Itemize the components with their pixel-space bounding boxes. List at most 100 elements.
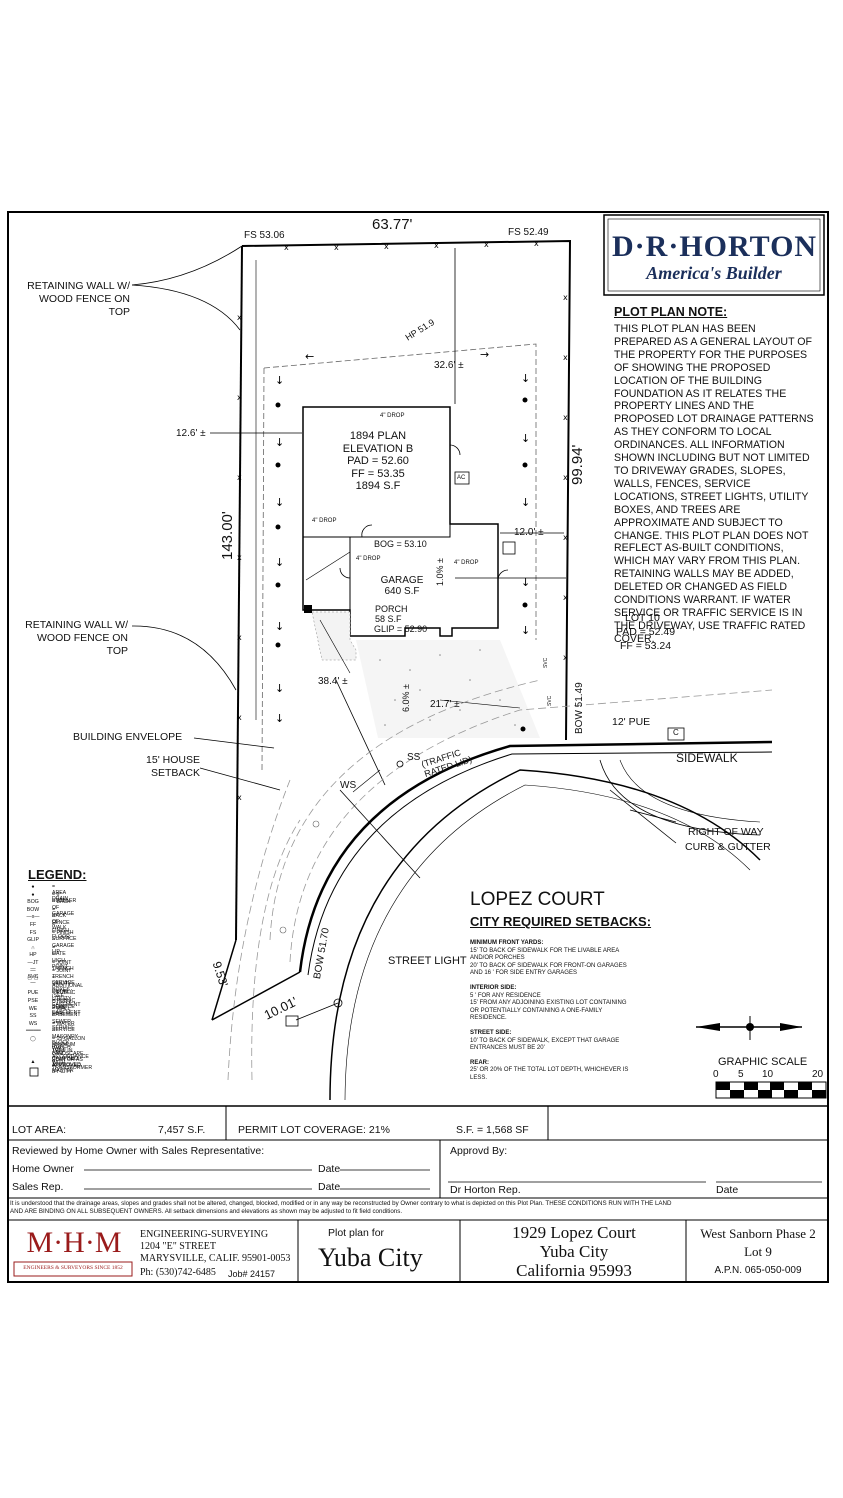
legend-definition: = BACK OF GARAGE (52, 899, 75, 918)
legend-definition: = GARAGE LIP (52, 937, 75, 956)
legend-definition: = TRANSFORMER (52, 1058, 93, 1071)
legend-definition: = FINISH SURFACE (52, 929, 77, 942)
legend-definition: = JOINT TRENCH (52, 960, 74, 972)
svc-label-1: SVC (543, 657, 549, 668)
lot-number: Lot 9 (744, 1244, 772, 1259)
svg-text:x: x (237, 553, 242, 562)
fs-left-label: FS 53.06 (244, 230, 285, 241)
street-side-title: STREET SIDE: (470, 1029, 512, 1036)
legend-symbol: PUE (27, 990, 39, 997)
right-side-setback-dim: 12.0' ± (514, 527, 544, 538)
svg-text:↓: ↓ (521, 496, 530, 509)
svg-text:↓: ↓ (275, 556, 284, 569)
svg-text:x: x (237, 793, 242, 802)
house-elevation: ELEVATION B (342, 442, 414, 455)
setbacks-title: CITY REQUIRED SETBACKS: (470, 914, 652, 929)
legend-symbol: ● (31, 891, 35, 898)
legend-symbol: ▲ (30, 1058, 36, 1065)
house-sf: 1894 S.F (355, 480, 401, 493)
legend-definition: = SEWER SERVICE (52, 1013, 75, 1032)
legend-definition: = PUBLIC SERVICE EASEMENT (52, 998, 81, 1016)
driveway-slope: 6.0% ± (401, 684, 411, 712)
drop-label-left: 4" DROP (312, 518, 337, 524)
legend-symbol: ∩ (31, 944, 35, 951)
porch-label: PORCH 58 S.F (375, 604, 408, 624)
legend-symbol: —SVC— (27, 967, 39, 986)
building-sf: S.F. = 1,568 SF (456, 1124, 529, 1136)
garage-sf: 640 S.F (384, 586, 420, 597)
bow-right-label: BOW 51.49 (574, 682, 585, 734)
svg-text:→: → (480, 348, 489, 361)
legend-definition: = WATER SERVICE (52, 1020, 75, 1033)
building-envelope-callout: BUILDING ENVELOPE (73, 731, 183, 743)
legend-definition: = FINISH FLOOR (52, 922, 70, 940)
date-label-2: Date (318, 1181, 341, 1193)
legend-definition: = AREA DRAIN (52, 884, 69, 902)
rear-setback-dim: 32.6' ± (434, 360, 464, 371)
rw1-line3: TOP (108, 306, 130, 318)
right-of-way-label: RIGHT OF WAY (688, 826, 764, 838)
rear-2: LESS. (470, 1074, 488, 1081)
svg-text:↓: ↓ (275, 712, 284, 725)
min-front-1: 15' TO BACK OF SIDEWALK FOR THE LIVABLE … (470, 947, 620, 954)
rw2-line1: RETAINING WALL W/ (25, 619, 128, 631)
svg-text:x: x (237, 713, 242, 722)
svg-text:x: x (563, 353, 568, 362)
front-setback-dim: 38.4' ± (318, 676, 348, 687)
legend-symbol: SS (29, 1013, 37, 1020)
legend-symbol: —JT— (27, 960, 39, 972)
disclaimer-line-2: AND ARE BINDING ON ALL SUBSEQUENT OWNERS… (10, 1208, 403, 1215)
svg-text:↓: ↓ (521, 576, 530, 589)
dr-horton-rep-label: Dr Horton Rep. (450, 1184, 521, 1196)
dr-horton-logo: D·R·HORTON (612, 230, 818, 263)
plot-note-title: PLOT PLAN NOTE: (614, 305, 728, 319)
apn-number: A.P.N. 065-050-009 (714, 1265, 802, 1276)
lot-area-value: 7,457 S.F. (158, 1124, 206, 1136)
sales-rep-label: Sales Rep. (12, 1181, 64, 1193)
disclaimer-line-1: It is understood that the drainage areas… (10, 1200, 672, 1207)
house-setback-callout: 15' HOUSE SETBACK (120, 754, 200, 780)
adjacent-lot-pad: PAD = 52.49 (616, 626, 676, 638)
lot-coverage: PERMIT LOT COVERAGE: 21% (238, 1124, 390, 1136)
firm-line-3: MARYSVILLE, CALIF. 95901-0053 (140, 1253, 291, 1264)
svg-text:x: x (563, 533, 568, 542)
job-number: Job# 24157 (228, 1269, 276, 1279)
water-service-label: WS (340, 780, 357, 791)
min-front-title: MINIMUM FRONT YARDS: (470, 940, 544, 946)
legend-symbol: ▢ ▢ (27, 975, 39, 982)
interior-3: OR POTENTIALLY CONTAINING A ONE-FAMILY (470, 1007, 603, 1014)
garage-title: GARAGE (380, 575, 424, 586)
porch-sf: 58 S.F (375, 614, 402, 624)
pue-label: 12' PUE (612, 716, 651, 728)
legend-symbol: BOW (26, 906, 40, 913)
legend-symbol: BOG (27, 899, 39, 906)
adjacent-lot-label: LOT 10 (625, 612, 660, 624)
legend-definition: = UTILITY BOXES (SEE UTILITY PLAN FOR (52, 975, 72, 1018)
legend-symbol: HP (29, 952, 37, 959)
legend-definition: = FENCE (52, 914, 70, 927)
svg-text:←: ← (305, 350, 314, 363)
house-label: 1894 PLAN ELEVATION B PAD = 52.60 FF = 5… (303, 430, 453, 493)
lot-area-label: LOT AREA: (12, 1124, 67, 1136)
svg-text:x: x (384, 242, 389, 251)
interior-1: 5 ' FOR ANY RESIDENCE (470, 992, 541, 999)
bog-label: BOG = 53.10 (374, 539, 427, 549)
svg-text:↓: ↓ (521, 624, 530, 637)
scale-tick-5: 5 (738, 1069, 744, 1080)
porch-title: PORCH (375, 604, 408, 614)
date-label-3: Date (716, 1184, 739, 1196)
utility-box-c: C (673, 728, 679, 737)
svc-label-2: SVC (547, 695, 553, 706)
svg-text:↓: ↓ (275, 436, 284, 449)
left-side-setback-dim: 12.6' ± (176, 428, 206, 439)
top-dimension: 63.77' (372, 216, 413, 233)
svg-text:x: x (563, 293, 568, 302)
legend-title: LEGEND: (28, 867, 87, 882)
svg-text:x: x (563, 653, 568, 662)
left-lot-dimension: 143.00' (219, 511, 236, 560)
scale-tick-10: 10 (762, 1069, 774, 1080)
legend-definition: LANDSCAPE PLAN OR AS APPROVED BY CITY (52, 1051, 84, 1076)
hs-line2: SETBACK (150, 767, 200, 779)
street-side-2: ENTRANCES MUST BE 20' (470, 1045, 545, 1052)
legend-symbol: FF (29, 922, 37, 928)
